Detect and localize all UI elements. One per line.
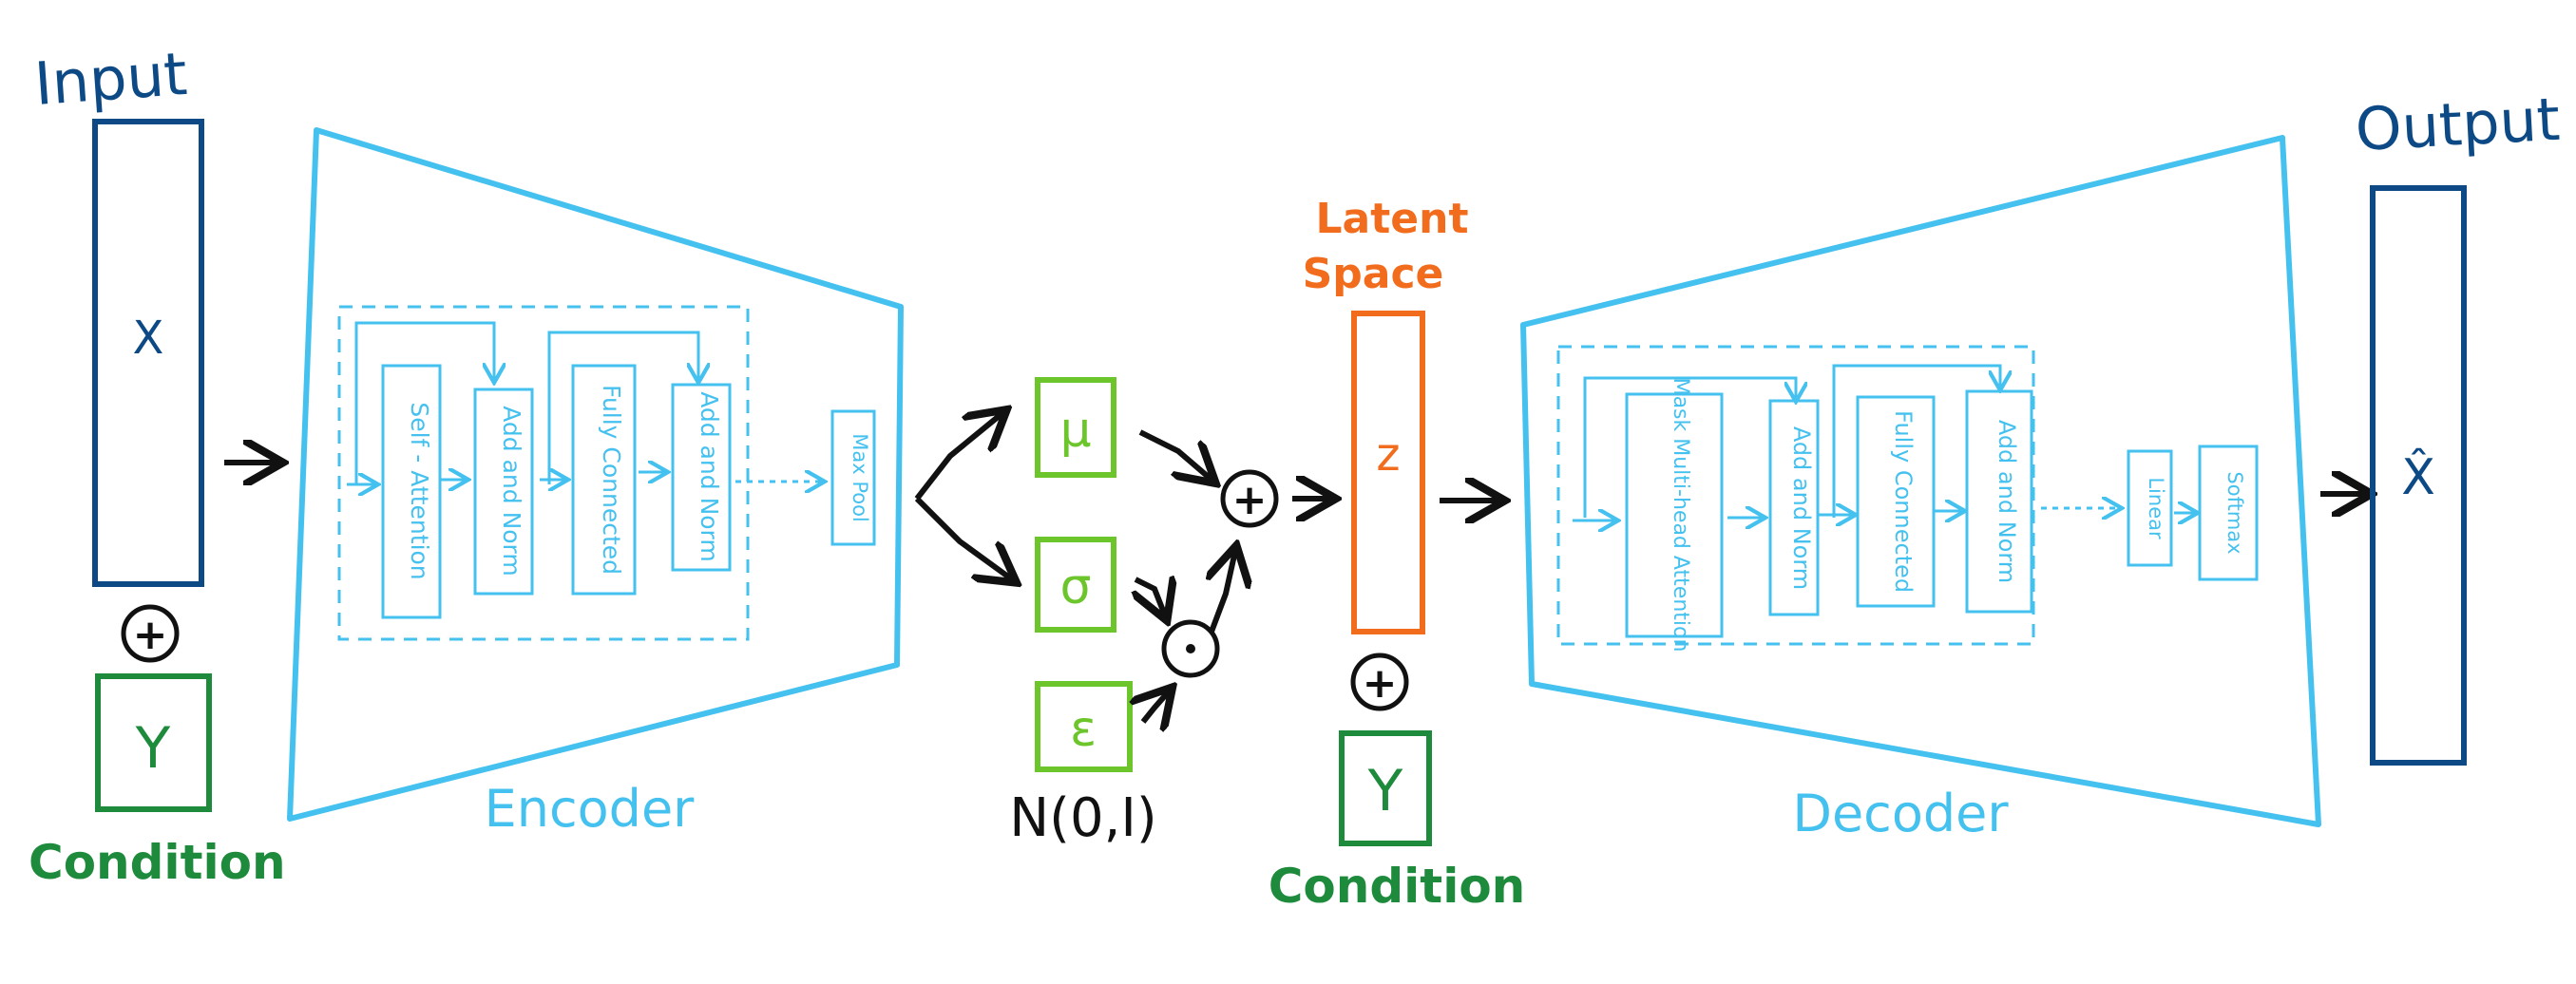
decoder-block-add-norm-1-label: Add and Norm xyxy=(1788,426,1815,590)
encoder-block-fully-connected-label: Fully Connected xyxy=(598,385,625,575)
input-concat-symbol: + xyxy=(133,611,168,659)
decoder-label: Decoder xyxy=(1792,784,2009,843)
noise-distribution-label: N(0,I) xyxy=(1009,787,1157,849)
decoder-block-softmax-label: Softmax xyxy=(2223,471,2246,554)
latent-condition-symbol: Y xyxy=(1367,758,1403,824)
output-vector-box xyxy=(2370,185,2467,766)
input-vector-box xyxy=(92,119,204,587)
decoder-block-mask-attention-label: Mask Multi-head Attention xyxy=(1669,378,1692,653)
mu-box xyxy=(1035,377,1116,478)
decoder-block-fully-connected: Fully Connected xyxy=(1856,395,1936,608)
sigma-symbol: σ xyxy=(1060,558,1092,615)
encoder-block-add-norm-1: Add and Norm xyxy=(473,388,534,596)
encoder-block-fully-connected: Fully Connected xyxy=(571,364,637,596)
input-condition-label: Condition xyxy=(29,835,286,890)
decoder-block-mask-attention: Mask Multi-head Attention xyxy=(1625,378,1724,653)
epsilon-symbol: ε xyxy=(1070,701,1097,758)
reparameterization-arrows xyxy=(1135,429,1330,722)
latent-concat-symbol: + xyxy=(1363,659,1398,708)
input-title: Input xyxy=(32,39,189,119)
latent-concat-operator: + xyxy=(1350,653,1409,711)
decoder-block-linear-label: Linear xyxy=(2145,477,2167,539)
encoder-label: Encoder xyxy=(485,779,696,839)
decoder-layer-dashed-box xyxy=(1556,345,2035,646)
latent-condition-box xyxy=(1339,730,1432,846)
latent-title-line2: Space xyxy=(1303,250,1444,298)
latent-z-box xyxy=(1351,311,1425,634)
encoder-trapezoid xyxy=(287,127,904,822)
reparam-plus-operator: + xyxy=(1220,469,1279,528)
encoder-to-params-arrows xyxy=(914,413,1012,579)
encoder-connectors xyxy=(347,321,822,484)
mu-symbol: μ xyxy=(1059,402,1091,459)
encoder-block-add-norm-2-label: Add and Norm xyxy=(696,391,723,562)
encoder-block-add-norm-2: Add and Norm xyxy=(671,383,732,572)
encoder-block-add-norm-1-label: Add and Norm xyxy=(498,406,525,577)
decoder-block-add-norm-2: Add and Norm xyxy=(1965,389,2033,614)
decoder-connectors xyxy=(1573,364,2195,520)
encoder-block-self-attention: Self - Attention xyxy=(381,364,442,619)
latent-title-line1: Latent xyxy=(1316,195,1469,243)
input-concat-operator: + xyxy=(121,604,180,663)
input-condition-box xyxy=(95,673,212,812)
decoder-block-fully-connected-label: Fully Connected xyxy=(1890,410,1917,593)
encoder-layer-dashed-box xyxy=(337,305,750,641)
decoder-block-linear: Linear xyxy=(2127,449,2173,567)
encoder-block-self-attention-label: Self - Attention xyxy=(406,402,433,579)
latent-condition-label: Condition xyxy=(1269,859,1526,914)
encoder-block-max-pool-label: Max Pool xyxy=(849,433,871,522)
decoder-block-add-norm-1: Add and Norm xyxy=(1768,399,1820,616)
output-symbol: X̂ xyxy=(2401,448,2435,506)
decoder-block-softmax: Softmax xyxy=(2198,445,2259,581)
decoder-block-add-norm-2-label: Add and Norm xyxy=(1994,420,2020,583)
input-symbol: X xyxy=(133,312,164,365)
decoder-trapezoid xyxy=(1520,135,2321,827)
output-title: Output xyxy=(2354,85,2562,164)
reparam-plus-symbol: + xyxy=(1232,476,1268,524)
input-condition-symbol: Y xyxy=(135,715,171,782)
sigma-box xyxy=(1035,537,1116,633)
hadamard-operator xyxy=(1161,619,1220,678)
encoder-block-max-pool: Max Pool xyxy=(830,409,876,546)
latent-z-symbol: z xyxy=(1376,428,1400,482)
